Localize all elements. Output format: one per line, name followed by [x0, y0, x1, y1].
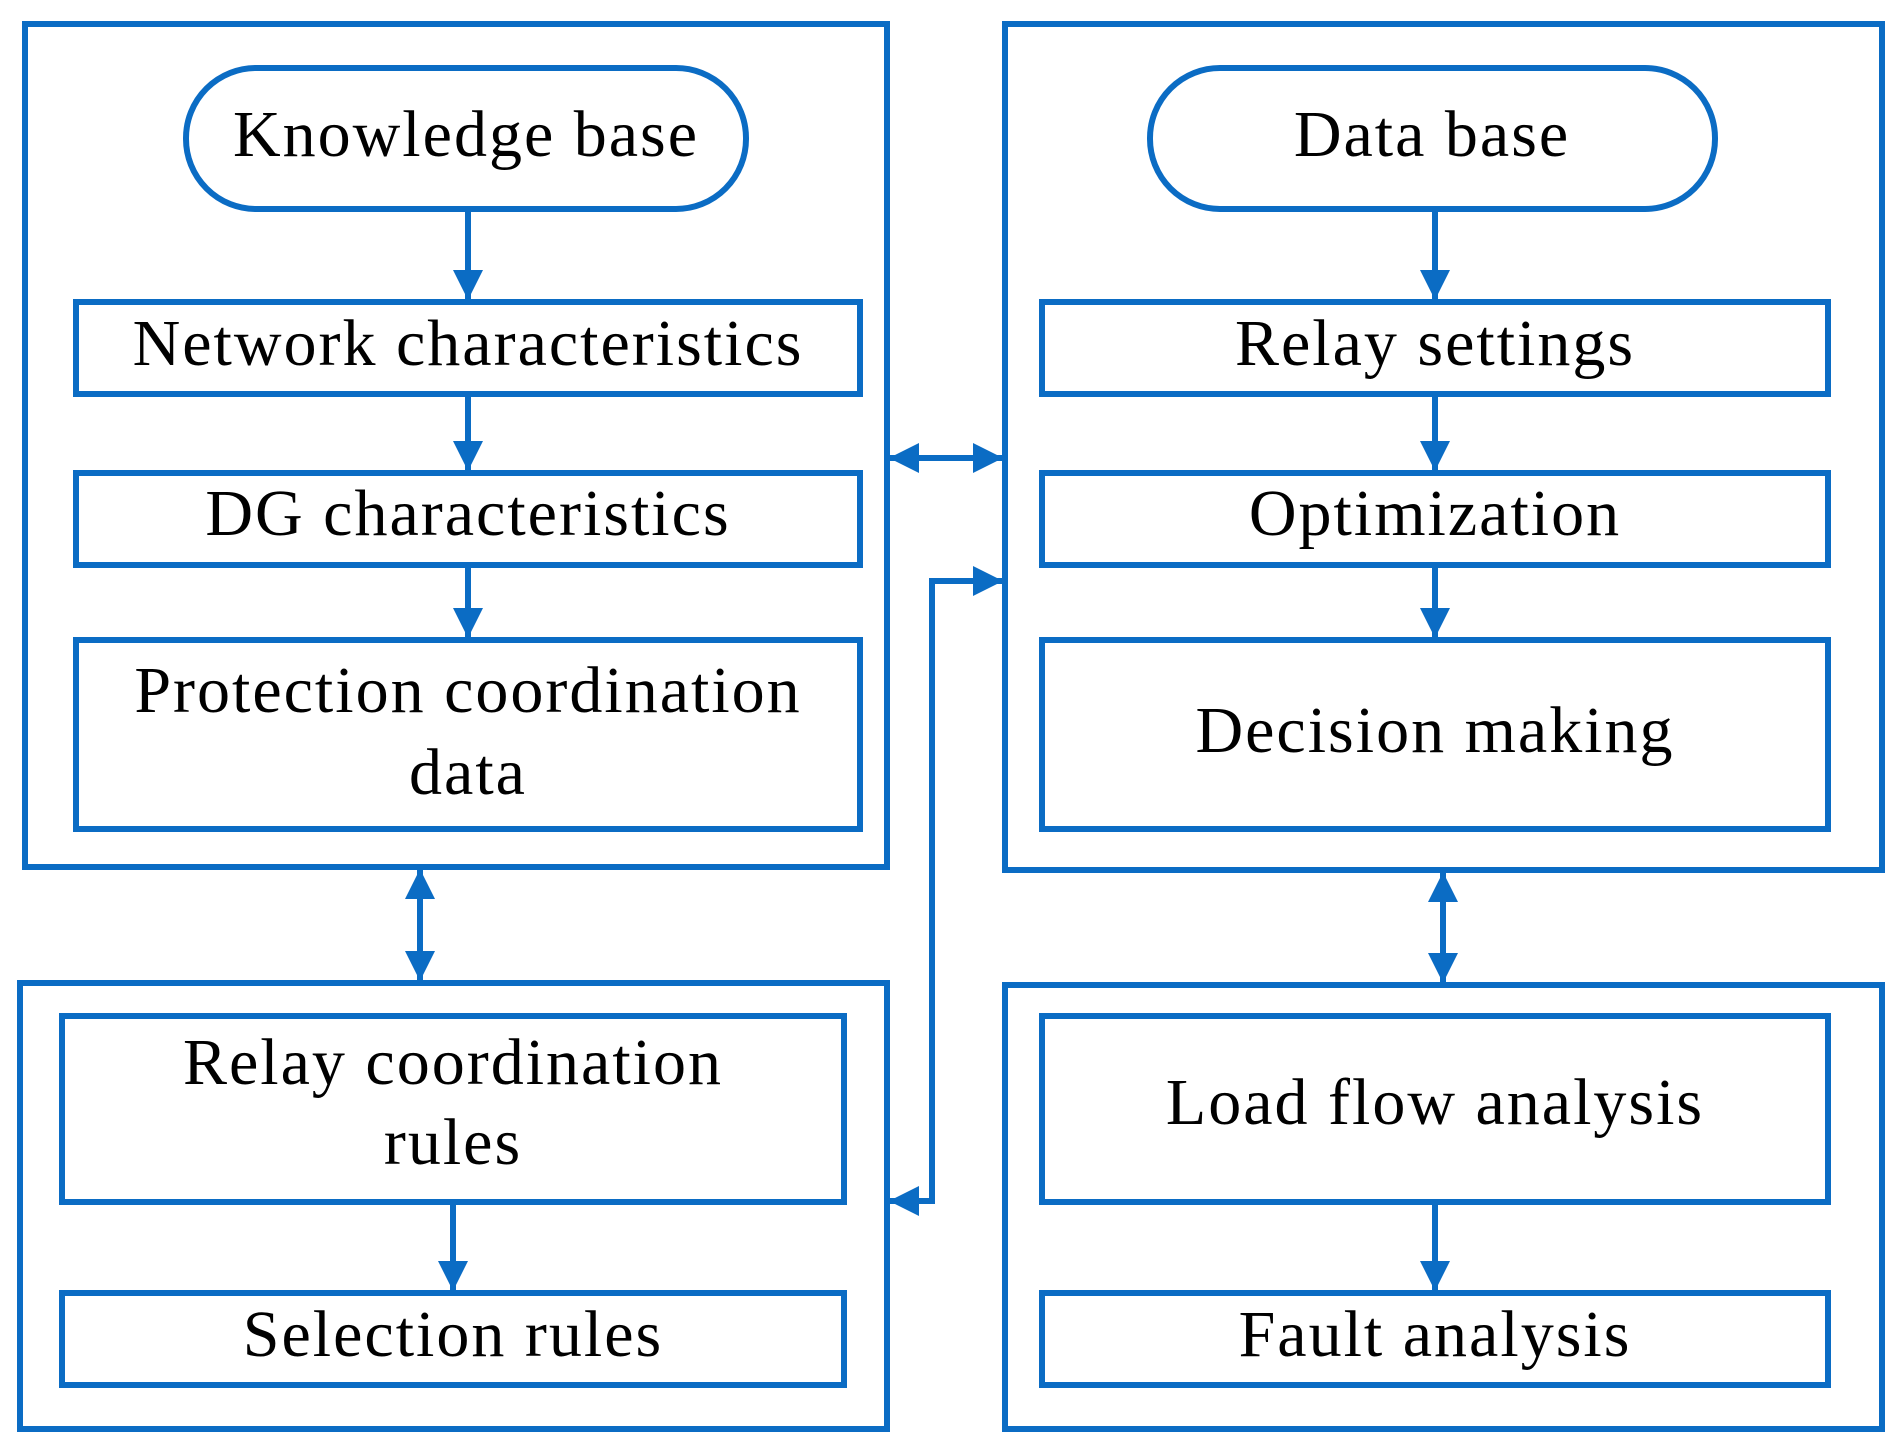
- selection-rules-node: [59, 1290, 847, 1388]
- load-flow-analysis-label: Load flow analysis: [1166, 1066, 1704, 1139]
- protection-coordination-node: [73, 637, 863, 832]
- relay-coordination-label-line2: rules: [384, 1106, 522, 1179]
- dg-characteristics-label: DG characteristics: [205, 477, 730, 550]
- relay-coordination-label-line1: Relay coordination: [183, 1026, 723, 1099]
- rules-group-container: [17, 980, 890, 1432]
- analysis-group-container: [1002, 982, 1885, 1432]
- optimization-label: Optimization: [1249, 477, 1621, 550]
- fault-analysis-label: Fault analysis: [1239, 1298, 1632, 1371]
- knowledge-base-label: Knowledge base: [233, 98, 699, 171]
- protection-coordination-label-line2: data: [409, 736, 527, 809]
- network-characteristics-label: Network characteristics: [133, 307, 804, 380]
- decision-making-label: Decision making: [1195, 694, 1674, 767]
- relay-settings-label: Relay settings: [1235, 307, 1635, 380]
- data-base-label: Data base: [1294, 98, 1570, 171]
- data-group-container: [1002, 21, 1885, 873]
- decision-making-node: [1039, 637, 1831, 832]
- arrow-bidirectional-rules-data: [889, 566, 1003, 1216]
- fault-analysis-node: [1039, 1290, 1831, 1388]
- selection-rules-label: Selection rules: [243, 1298, 663, 1371]
- knowledge-group-container: [22, 21, 890, 870]
- protection-coordination-label-line1: Protection coordination: [134, 654, 801, 727]
